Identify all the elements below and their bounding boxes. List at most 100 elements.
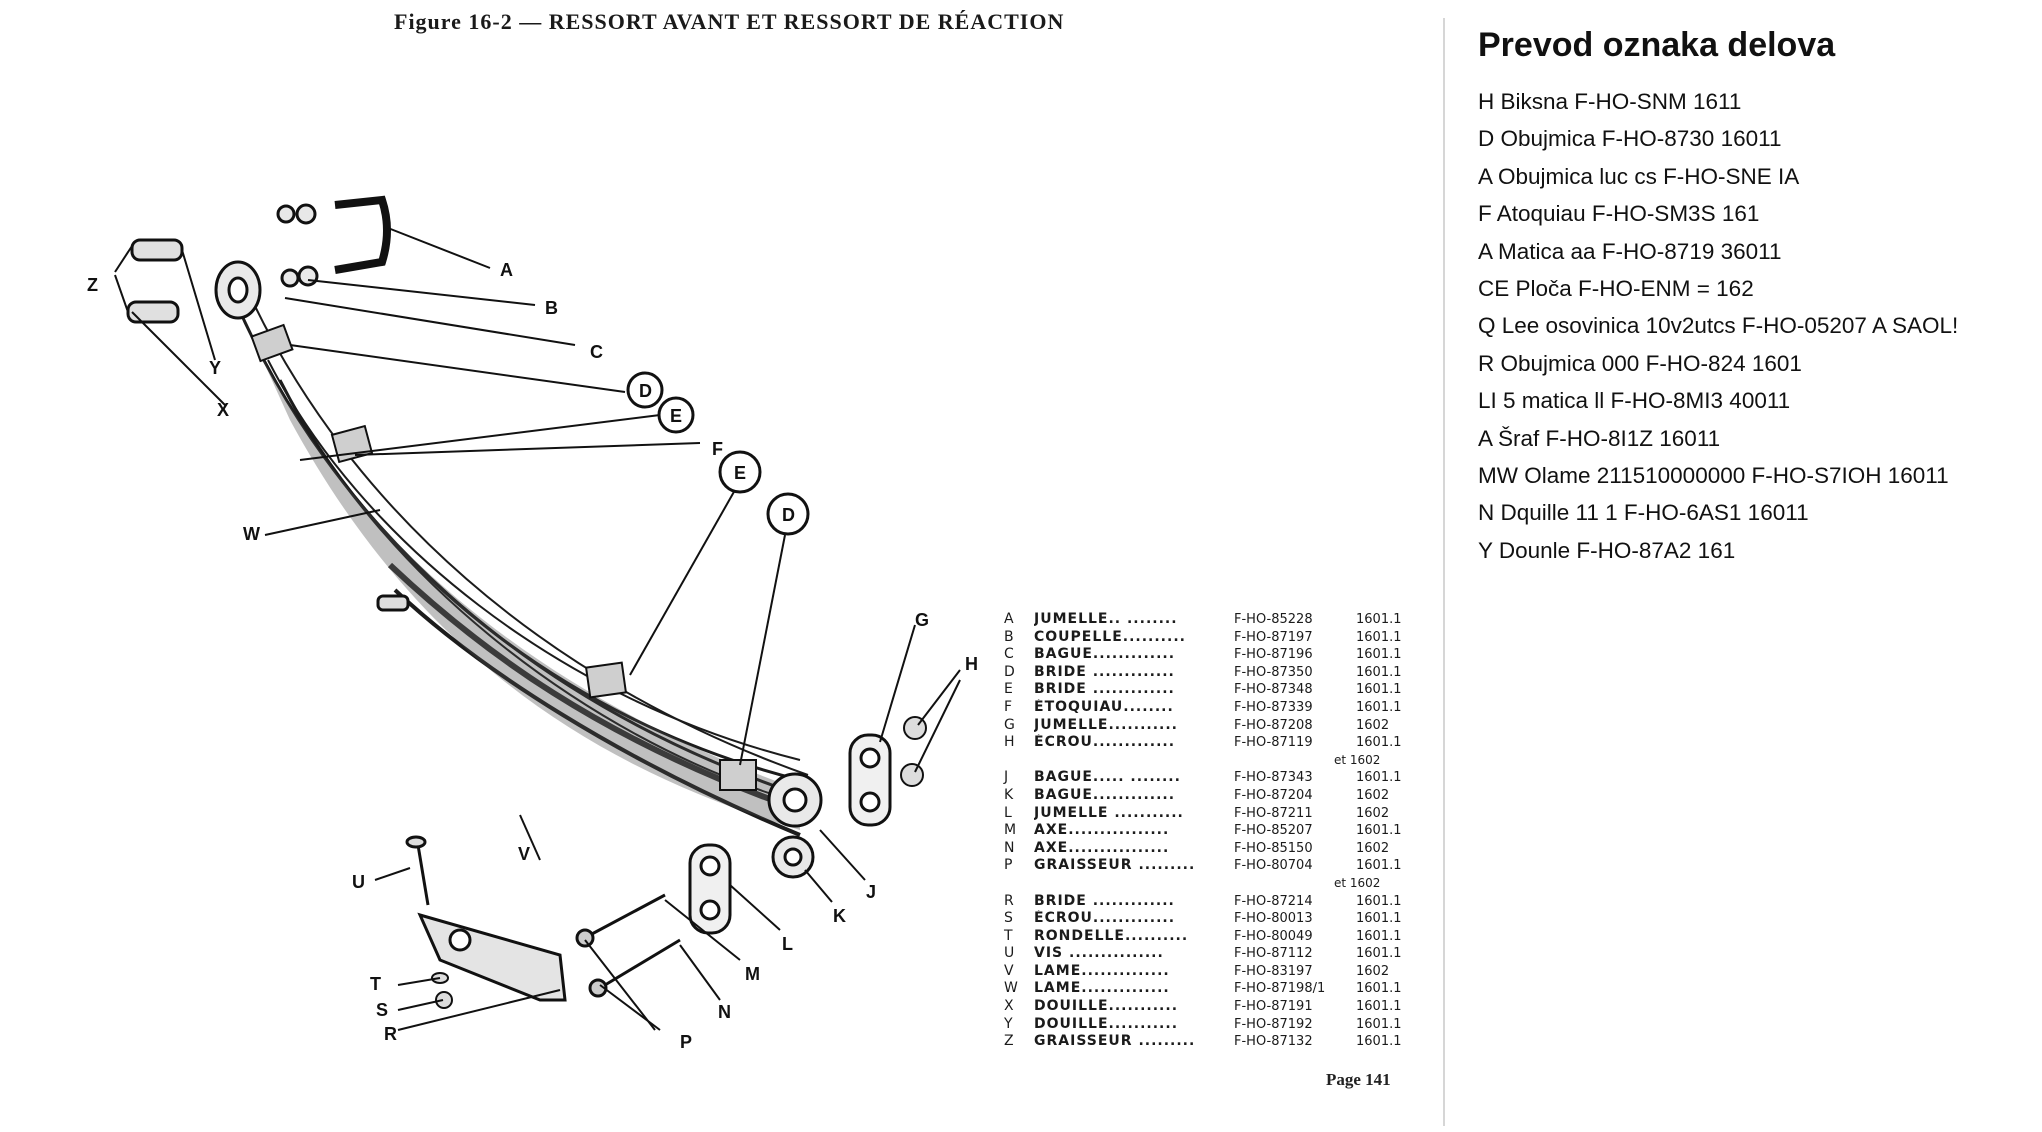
part-letter: A xyxy=(1004,611,1014,627)
translation-line: Y Dounle F-HO-87A2 161 xyxy=(1478,537,1736,563)
part-code: F-HO-87339 xyxy=(1234,699,1313,715)
part-name: GRAISSEUR ......... xyxy=(1034,857,1196,874)
part-page: 1601.1 xyxy=(1356,823,1402,839)
part-letter: Z xyxy=(1004,1033,1014,1050)
center-bolt xyxy=(376,594,410,612)
part-page: 1602 xyxy=(1356,787,1390,803)
part-name: ÉTOQUIAU........ xyxy=(1034,698,1174,715)
parts-table-note: et 1602 xyxy=(1334,875,1381,890)
translation-line: D Obujmica F-HO-8730 16011 xyxy=(1478,126,1782,152)
part-code: F-HO-80704 xyxy=(1234,858,1313,874)
translation-line: Q Lee osovinica 10v2utcs F-HO-05207 A SA… xyxy=(1478,313,1959,339)
part-code: F-HO-85150 xyxy=(1234,840,1313,856)
part-code: F-HO-87198/1 xyxy=(1234,981,1326,997)
leaf-spring-diagram: A B C D E F E D G H J K L M N P R S T U … xyxy=(87,195,978,1052)
callout-m: M xyxy=(745,964,760,984)
part-code: F-HO-87191 xyxy=(1234,999,1313,1015)
part-letter: Y xyxy=(1004,1015,1013,1032)
part-page: 1601.1 xyxy=(1356,946,1402,962)
part-name: DOUILLE........... xyxy=(1034,1015,1179,1032)
translation-line: R Obujmica 000 F-HO-824 1601 xyxy=(1478,350,1802,376)
callout-d-front: D xyxy=(639,381,652,401)
nuts-h xyxy=(900,716,927,787)
callout-b: B xyxy=(545,298,558,318)
part-name: BRIDE ............. xyxy=(1034,681,1175,698)
spring-shading xyxy=(240,310,800,830)
callout-a: A xyxy=(500,260,513,280)
part-page: 1601.1 xyxy=(1356,928,1402,944)
callout-w: W xyxy=(243,524,260,544)
part-page: 1601.1 xyxy=(1356,770,1402,786)
part-name: BAGUE............. xyxy=(1034,786,1176,803)
part-page: 1601.1 xyxy=(1356,858,1402,874)
part-name: BRIDE ............. xyxy=(1034,663,1175,680)
part-code: F-HO-80049 xyxy=(1234,928,1313,944)
translation-line: A Šraf F-HO-8I1Z 16011 xyxy=(1478,425,1721,451)
callout-r: R xyxy=(384,1024,397,1044)
part-letter: E xyxy=(1004,681,1013,698)
part-page: 1602 xyxy=(1356,717,1390,733)
translation-list: H Biksna F-HO-SNM 1611 D Obujmica F-HO-8… xyxy=(1478,83,2028,569)
part-name: AXE................ xyxy=(1034,822,1170,839)
leader-lines xyxy=(114,227,961,1031)
part-page: 1601.1 xyxy=(1356,629,1402,645)
translation-title: Prevod oznaka delova xyxy=(1478,26,1836,64)
part-page: 1601.1 xyxy=(1356,735,1402,751)
callout-h: H xyxy=(965,654,978,674)
part-letter: L xyxy=(1004,804,1012,821)
part-letter: J xyxy=(1004,769,1009,786)
part-page: 1601.1 xyxy=(1356,999,1402,1015)
part-code: F-HO-87192 xyxy=(1234,1016,1313,1032)
part-name: BAGUE............. xyxy=(1034,646,1176,663)
callout-l: L xyxy=(782,934,793,954)
part-page: 1601.1 xyxy=(1356,1016,1402,1032)
part-page: 1601.1 xyxy=(1356,647,1402,663)
part-code: F-HO-87350 xyxy=(1234,664,1313,680)
callout-y: Y xyxy=(209,358,221,378)
callout-v: V xyxy=(518,844,530,864)
part-name: AXE................ xyxy=(1034,839,1170,856)
part-letter: D xyxy=(1004,663,1015,680)
part-code: F-HO-80013 xyxy=(1234,911,1313,927)
part-name: RONDELLE.......... xyxy=(1034,927,1189,944)
part-name: BAGUE..... ........ xyxy=(1034,769,1181,786)
callout-c: C xyxy=(590,342,603,362)
part-code: F-HO-87208 xyxy=(1234,717,1313,733)
part-code: F-HO-87119 xyxy=(1234,735,1313,751)
figure-title: Figure 16-2 — RESSORT AVANT ET RESSORT D… xyxy=(394,9,1065,34)
part-name: COUPELLE.......... xyxy=(1034,628,1186,645)
part-letter: W xyxy=(1004,980,1018,997)
part-page: 1601.1 xyxy=(1356,1034,1402,1050)
part-letter: B xyxy=(1004,628,1014,645)
part-name: JUMELLE........... xyxy=(1034,716,1178,733)
part-code: F-HO-85228 xyxy=(1234,612,1313,627)
shackle-l xyxy=(688,843,732,935)
part-code: F-HO-87348 xyxy=(1234,682,1313,698)
part-code: F-HO-85207 xyxy=(1234,823,1313,839)
bracket-r xyxy=(417,912,567,1002)
part-letter: T xyxy=(1004,927,1013,944)
translation-line: N Dquille 11 1 F-HO-6AS1 16011 xyxy=(1478,500,1809,526)
part-letter: S xyxy=(1004,910,1013,927)
part-code: F-HO-87214 xyxy=(1234,893,1313,909)
part-name: JUMELLE.. ........ xyxy=(1034,611,1178,627)
part-name: GRAISSEUR ......... xyxy=(1034,1033,1196,1050)
translation-line: A Obujmica luc cs F-HO-SNE IA xyxy=(1478,163,1800,189)
shackle-a xyxy=(276,195,391,288)
translation-line: H Biksna F-HO-SNM 1611 xyxy=(1478,89,1742,114)
